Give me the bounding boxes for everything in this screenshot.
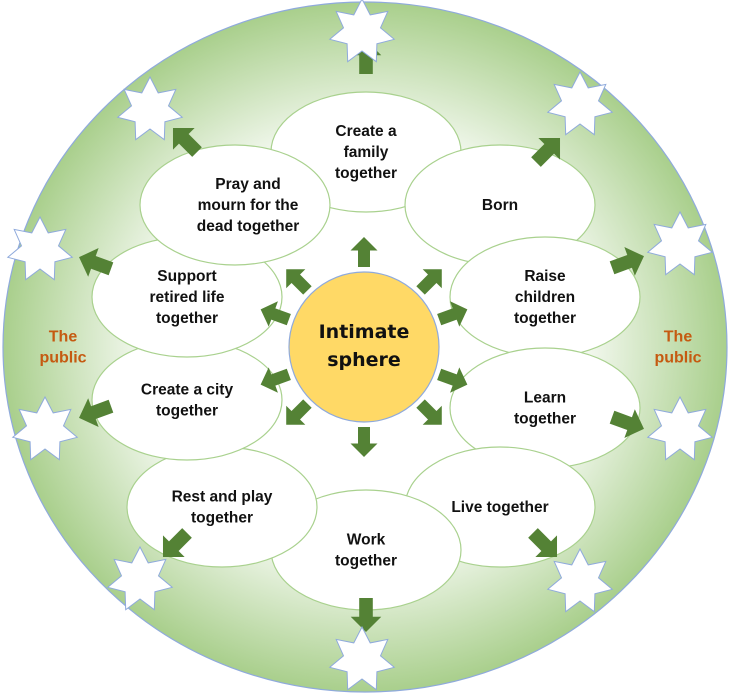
seven-point-star-icon	[646, 395, 714, 461]
activity-label: Born	[482, 197, 518, 214]
seven-point-star-icon	[328, 0, 396, 63]
seven-point-star-icon	[11, 395, 79, 461]
block-arrow-icon	[286, 269, 312, 295]
seven-point-star-icon	[6, 215, 74, 281]
block-arrow-icon	[79, 398, 114, 427]
activity-ellipse	[139, 144, 331, 266]
block-arrow-icon	[172, 127, 202, 157]
block-arrow-icon	[79, 248, 114, 277]
seven-point-star-icon	[106, 545, 174, 611]
block-arrow-icon	[531, 137, 561, 167]
seven-point-star-icon	[546, 547, 614, 613]
seven-point-star-icon	[546, 70, 614, 136]
activity-ellipse	[126, 446, 318, 568]
block-arrow-icon	[437, 301, 468, 327]
block-arrow-icon	[350, 598, 382, 632]
block-arrow-icon	[609, 247, 644, 276]
block-arrow-icon	[286, 399, 312, 425]
block-arrow-icon	[528, 528, 558, 558]
block-arrow-icon	[260, 367, 291, 393]
seven-point-star-icon	[646, 210, 714, 276]
block-arrow-icon	[162, 528, 192, 558]
seven-point-star-icon	[328, 625, 396, 691]
block-arrow-icon	[260, 301, 291, 327]
block-arrow-icon	[416, 399, 442, 425]
block-arrow-icon	[437, 367, 468, 393]
block-arrow-icon	[416, 269, 442, 295]
activity-label: Live together	[451, 499, 548, 516]
intimate-sphere-circle	[288, 271, 440, 423]
block-arrow-icon	[350, 427, 378, 457]
activity-ellipse	[91, 339, 283, 461]
block-arrow-icon	[609, 409, 644, 438]
seven-point-star-icon	[116, 75, 184, 141]
block-arrow-icon	[350, 237, 378, 267]
